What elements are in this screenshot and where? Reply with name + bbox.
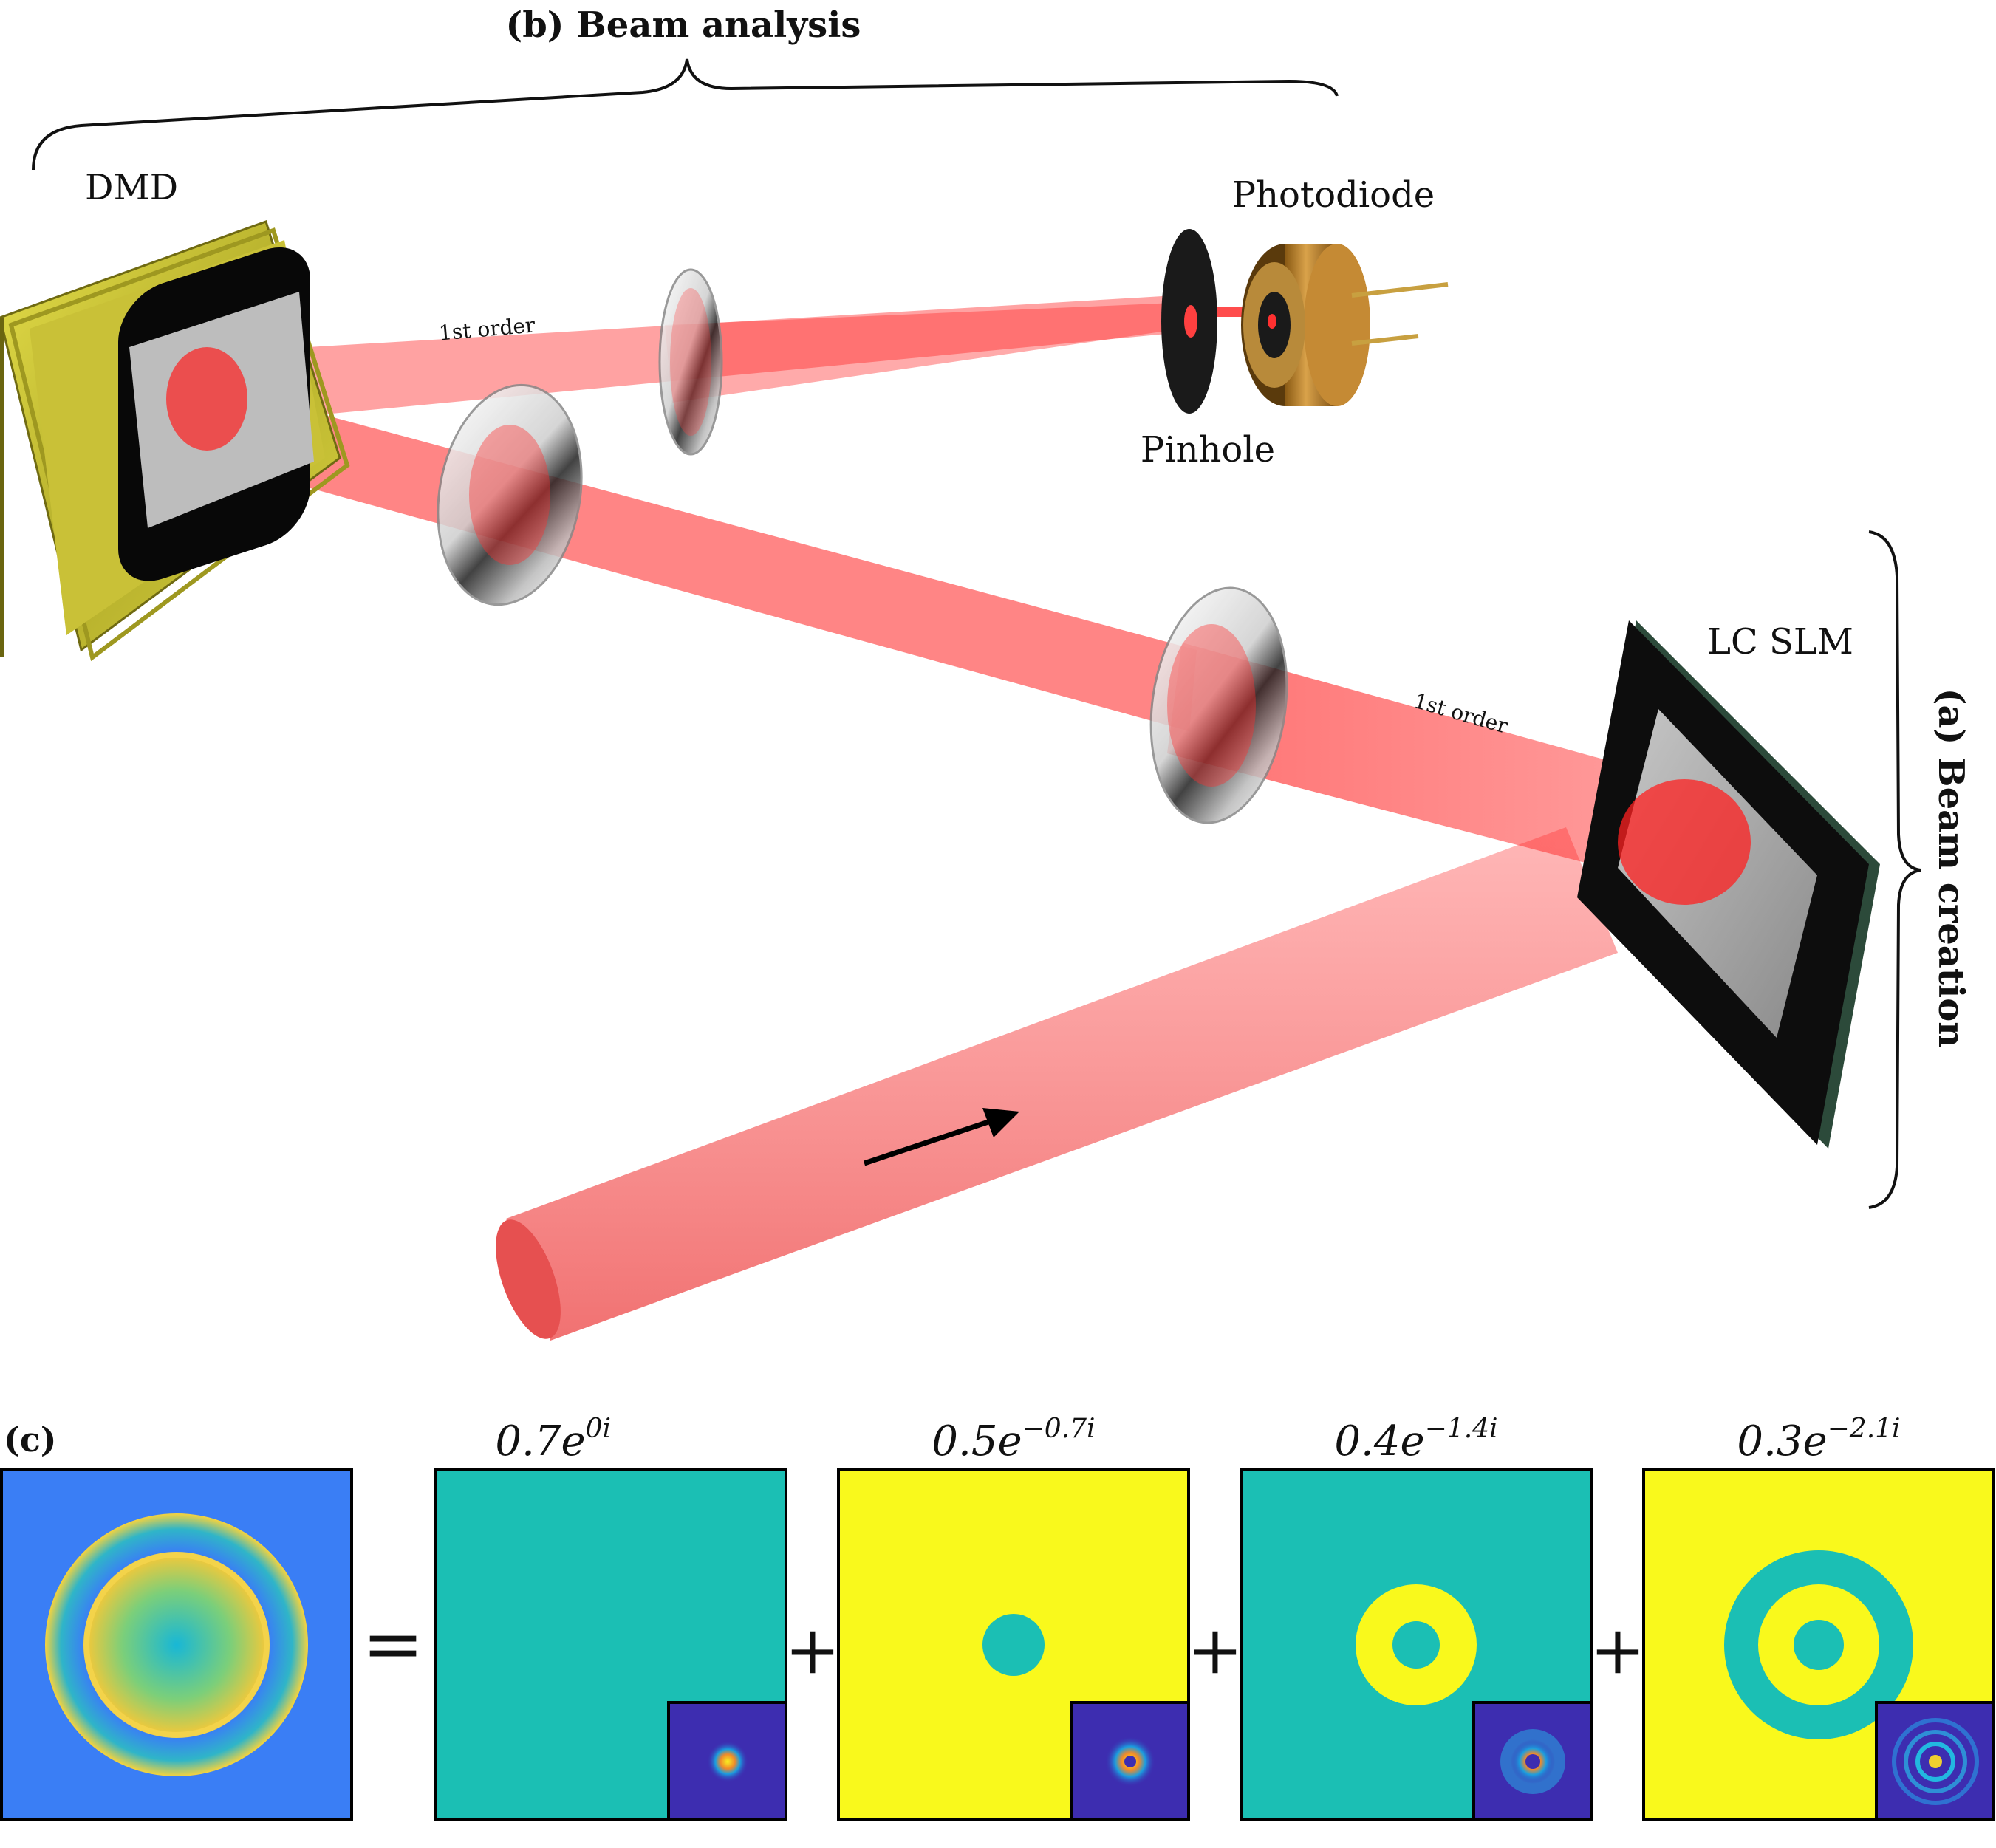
panel-c-label: (c) (4, 1420, 57, 1459)
plus-sign-3: + (1590, 1612, 1645, 1689)
mode-term-2 (837, 1468, 1190, 1821)
mode-term-3 (1240, 1468, 1593, 1821)
term-3-coefficient: 0.4e−1.4i (1334, 1414, 1497, 1465)
phase-pattern-result (0, 1468, 353, 1821)
lc-slm-label: LC SLM (1707, 621, 1853, 663)
beam-lens-to-dmd (148, 369, 1197, 731)
equals-sign: = (362, 1601, 424, 1687)
lc-slm-device (1577, 620, 1880, 1149)
beam-slm-to-lens (1167, 643, 1662, 879)
photodiode-label: Photodiode (1232, 174, 1435, 216)
input-beam (496, 827, 1618, 1341)
pinhole-label: Pinhole (1141, 429, 1275, 470)
dmd-label: DMD (85, 167, 178, 208)
term-1-coefficient: 0.7e0i (495, 1414, 611, 1465)
lens-right (1149, 586, 1288, 824)
term-2-coefficient: 0.5e−0.7i (932, 1414, 1095, 1465)
term-4-coefficient: 0.3e−2.1i (1737, 1414, 1900, 1465)
pinhole-device (1161, 229, 1217, 414)
beam-analysis-brace (32, 58, 1339, 171)
arrow-right-icon (863, 1108, 1019, 1166)
mode-term-4 (1642, 1468, 1995, 1821)
plus-sign-2: + (1187, 1612, 1243, 1689)
beam-creation-brace (1868, 530, 1921, 1209)
mode-term-1 (434, 1468, 787, 1821)
lens-left (437, 383, 583, 606)
lens-top (658, 268, 723, 456)
plus-sign-1: + (785, 1612, 840, 1689)
beam-creation-label: (a) Beam creation (1930, 688, 1972, 1047)
photodiode-device (1241, 244, 1449, 406)
dmd-device (0, 220, 350, 662)
beam-analysis-label: (b) Beam analysis (506, 4, 861, 46)
